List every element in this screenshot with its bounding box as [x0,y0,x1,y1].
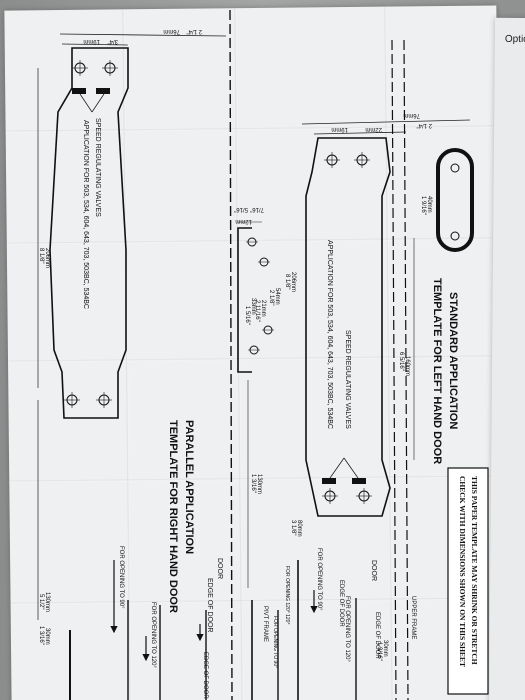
right-valves-label: SPEED REGULATING VALVES [344,330,351,429]
right-opening-90: FOR OPENING TO 90° [316,548,322,611]
right-valve-1 [322,478,336,484]
arm-dim-1-1-16: 2 11/16" [254,300,260,322]
left-dim-130-in: 5 1/2" [38,594,44,609]
arm-dim-206-mm: 206mm [290,272,296,292]
right-valve-2 [352,478,366,484]
left-dim-side-in: 8 1/8" [38,248,44,263]
right-door-label: DOOR [370,560,377,581]
left-door-label: DOOR [216,558,223,579]
right-top-holes [324,152,370,168]
right-warning-line2: CHECK WITH DIMENSIONS SHOWN ON THIS SHEE… [458,476,467,667]
arm-dim-21mm: 21mm [260,300,266,317]
arm-opening-120: FOR OPENING 120° 120° [284,566,290,624]
right-dim-40mm: 40mm [426,196,432,213]
left-edge-of-door-stacked: EDGE OF DOOR [202,652,208,699]
right-dim-19mm: 19mm [331,126,348,132]
right-bottom-holes [322,488,372,504]
right-dim-160mm: 160mm [404,356,410,376]
right-dim-22mm: 22mm [365,126,382,132]
left-top-holes [72,60,118,76]
arm-dim-5-16: 5/16" [234,206,248,212]
left-dim-130-mm: 130mm [44,592,50,612]
arm-dim-1-5-16: 1 5/16" [244,306,250,325]
left-template-outline [49,47,129,419]
left-dim-19mm: 19mm [83,38,100,44]
right-application-label: APPLICATION FOR 503, 534, 604, 643, 703,… [326,240,333,429]
right-edge-of-door-stacked: EDGE OF DOOR [374,612,380,659]
arm-opening-90: FOR OPENING TO 90° [272,616,278,668]
left-valves-label: SPEED REGULATING VALVES [94,118,101,217]
right-dim-top-in: 2 1/4" [417,122,432,128]
left-edge-of-door: EDGE OF DOOR [206,578,213,632]
right-dim-160-in: 6 5/16" [398,352,404,371]
left-dim-30-in: 1 3/16" [38,626,44,645]
left-dim-3-4: 3/4" [108,38,118,44]
left-dim-top-in: 2 1/4" [187,28,202,34]
right-dim-80mm: 80mm [296,520,302,537]
arm-holes [246,237,274,355]
left-dim-30-mm: 30mm [44,628,50,645]
right-warning-box [447,467,489,695]
right-dim-30mm: 30mm [382,640,388,657]
arm-dim-2-1-8: 2 1/8" [268,290,274,305]
right-opening-120: FOR OPENING TO 120° [344,596,350,662]
left-application-label: APPLICATION FOR 503, 534, 604, 643, 703,… [82,120,89,309]
left-bottom-holes [64,392,112,408]
arm-template: 5/16" 7/16" 12mm 206mm 8 1/8" 54mm 2 1/8… [234,206,296,700]
right-slot [436,148,474,252]
right-warning-line1: THIS PAPER TEMPLATE MAY SHRINK OR STRETC… [470,476,479,665]
left-template: 76mm 2 1/4" 19mm 3/4" SPEED REGULATING V… [37,28,227,700]
right-title-line1: STANDARD APPLICATION [447,292,459,429]
right-dim-top-mm: 76mm [403,112,420,118]
left-opening-120: FOR OPENING TO 120° [150,602,156,668]
arm-dim-206-in: 8 1/8" [284,274,290,289]
right-dim-40-in: 1 9/16" [420,196,426,215]
right-dim-80-in: 3 1/8" [290,520,296,535]
right-template-outline [305,137,391,517]
center-divider [229,9,233,700]
right-title-line2: TEMPLATE FOR LEFT HAND DOOR [431,278,443,464]
right-edge-of-door: EDGE OF DOOR [338,580,344,627]
arm-dim-33mm: 33mm [250,298,256,315]
arm-dim-7-16: 7/16" [250,206,264,212]
right-upper-frame: UPPER FRAME [410,596,416,639]
right-dim-30-in: 1 3/16" [376,642,382,661]
arm-dim-180-mm: 130mm [256,474,262,494]
arm-dim-12mm: 12mm [235,218,252,224]
left-dim-top-mm: 76mm [163,28,180,34]
right-template: 76mm 2 1/4" 19mm 22mm SPEED REGULATING V… [290,39,489,700]
arm-dim-54mm: 54mm [274,288,280,305]
left-opening-90: FOR OPENING TO 90° [118,546,124,609]
left-dim-side-mm: 206mm [44,248,50,268]
left-valve-2 [96,88,110,94]
arm-pivot-frame: PIVT FRAME [262,606,268,642]
left-valve-1 [72,88,86,94]
left-title-line1: PARALLEL APPLICATION [183,420,195,554]
left-title-line2: TEMPLATE FOR RIGHT HAND DOOR [167,420,179,613]
arm-dim-180-in: 1 3/16" [250,474,256,493]
